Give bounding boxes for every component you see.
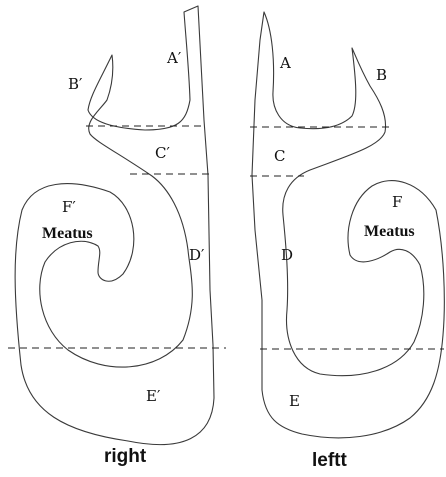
left-caption: leftt — [312, 450, 348, 471]
left-label-a: A — [279, 54, 291, 72]
left-label-d: D — [281, 246, 293, 264]
left-label-b: B — [376, 66, 387, 84]
right-label-c: C′ — [155, 144, 170, 162]
right-label-e: E′ — [146, 387, 161, 405]
right-caption: right — [104, 446, 147, 467]
right-label-d: D′ — [189, 246, 205, 264]
right-label-meatus: Meatus — [42, 225, 93, 242]
left-ear-outline — [252, 12, 444, 438]
right-label-f: F′ — [62, 198, 76, 216]
left-ear-figure: A B C D E F Meatus leftt — [250, 12, 444, 471]
left-label-meatus: Meatus — [364, 223, 415, 240]
left-label-f: F — [392, 193, 402, 211]
right-label-a: A′ — [166, 49, 182, 67]
left-label-c: C — [274, 147, 285, 165]
right-label-b: B′ — [68, 75, 83, 93]
right-ear-figure: A′ B′ C′ D′ E′ F′ Meatus right — [8, 6, 226, 467]
left-label-e: E — [289, 392, 300, 410]
